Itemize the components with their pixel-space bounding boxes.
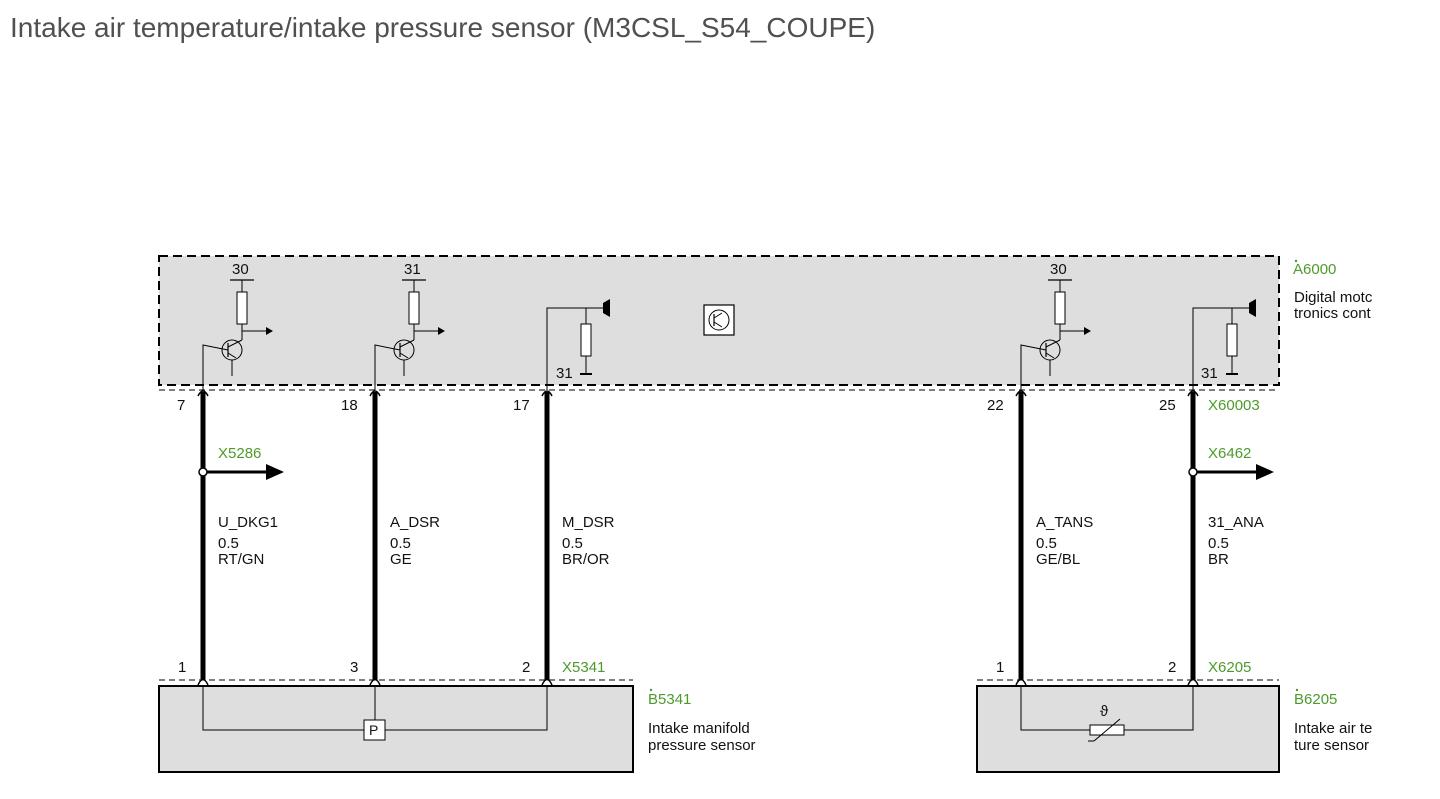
svg-text:0.5: 0.5 <box>1208 535 1229 552</box>
dme-ref-dot <box>1294 259 1298 263</box>
ground-label-31-left: 31 <box>556 365 573 382</box>
output-stage-supply-middle: 31 <box>374 261 445 390</box>
pressure-sensor-description-1: Intake manifold <box>648 720 750 737</box>
svg-text:0.5: 0.5 <box>1036 535 1057 552</box>
pressure-sensor-description-2: pressure sensor <box>648 737 756 754</box>
pin-bottom-wire-5: 2 <box>1168 659 1176 676</box>
temperature-sensor-description-2: ture sensor <box>1294 737 1369 754</box>
pressure-sensor-ref-dot <box>649 688 653 692</box>
svg-text:A_TANS: A_TANS <box>1036 514 1093 531</box>
pin-bottom-wire-4: 1 <box>996 659 1004 676</box>
pin-top-wire-3: 17 <box>513 397 530 414</box>
ground-stage-right: 31 <box>1192 299 1256 390</box>
wire-label-3: M_DSR 0.5 BR/OR <box>562 514 615 568</box>
ground-label-31-right: 31 <box>1201 365 1218 382</box>
svg-text:BR: BR <box>1208 551 1229 568</box>
svg-text:0.5: 0.5 <box>218 535 239 552</box>
svg-text:0.5: 0.5 <box>562 535 583 552</box>
pin-top-wire-1: 7 <box>177 397 185 414</box>
top-pin-hooks <box>197 390 1199 397</box>
pin-bottom-wire-1: 1 <box>178 659 186 676</box>
pin-top-wire-5: 25 <box>1159 397 1176 414</box>
wire-label-5: 31_ANA 0.5 BR <box>1208 514 1264 568</box>
supply-label-30-left: 30 <box>232 261 249 278</box>
temperature-sensor-description-1: Intake air te <box>1294 720 1372 737</box>
dme-internal-transistor-icon <box>703 304 735 336</box>
temperature-sensor-ref-dot <box>1295 688 1299 692</box>
pressure-sensor-internal: P <box>202 686 548 741</box>
svg-text:31_ANA: 31_ANA <box>1208 514 1264 531</box>
svg-text:0.5: 0.5 <box>390 535 411 552</box>
pressure-sensor-id: B5341 <box>648 691 691 708</box>
svg-text:M_DSR: M_DSR <box>562 514 615 531</box>
pressure-sensor-connector: X5341 <box>562 659 605 676</box>
pressure-symbol: P <box>369 722 378 738</box>
dme-id: A6000 <box>1293 261 1336 278</box>
svg-text:BR/OR: BR/OR <box>562 551 610 568</box>
splice-right[interactable] <box>1188 464 1274 480</box>
temperature-sensor-internal: ϑ <box>1020 686 1194 742</box>
dme-description-2: tronics cont <box>1294 305 1372 322</box>
supply-label-31: 31 <box>404 261 421 278</box>
pressure-sensor-housing[interactable] <box>158 685 634 773</box>
splice-left[interactable] <box>198 464 284 480</box>
pin-bottom-wire-2: 3 <box>350 659 358 676</box>
svg-text:U_DKG1: U_DKG1 <box>218 514 278 531</box>
ground-stage-left: 31 <box>546 299 610 390</box>
temperature-sensor-id: B6205 <box>1294 691 1337 708</box>
wire-label-4: A_TANS 0.5 GE/BL <box>1036 514 1093 568</box>
pin-top-wire-2: 18 <box>341 397 358 414</box>
splice-label-right: X6462 <box>1208 445 1251 462</box>
svg-text:GE: GE <box>390 551 412 568</box>
wire-label-2: A_DSR 0.5 GE <box>390 514 440 568</box>
wire-label-1: U_DKG1 0.5 RT/GN <box>218 514 278 568</box>
supply-label-30-right: 30 <box>1050 261 1067 278</box>
splice-label-left: X5286 <box>218 445 261 462</box>
page-title: Intake air temperature/intake pressure s… <box>10 12 876 43</box>
temperature-symbol: ϑ <box>1100 703 1109 720</box>
temperature-sensor-housing[interactable] <box>976 685 1280 773</box>
svg-text:RT/GN: RT/GN <box>218 551 264 568</box>
dme-description-1: Digital motc <box>1294 289 1373 306</box>
output-stage-supply-right: 30 <box>1020 261 1091 390</box>
svg-text:A_DSR: A_DSR <box>390 514 440 531</box>
pin-bottom-wire-3: 2 <box>522 659 530 676</box>
pin-top-wire-4: 22 <box>987 397 1004 414</box>
temperature-sensor-connector: X6205 <box>1208 659 1251 676</box>
output-stage-supply-left: 30 <box>202 261 273 390</box>
svg-text:GE/BL: GE/BL <box>1036 551 1080 568</box>
dme-connector: X60003 <box>1208 397 1260 414</box>
